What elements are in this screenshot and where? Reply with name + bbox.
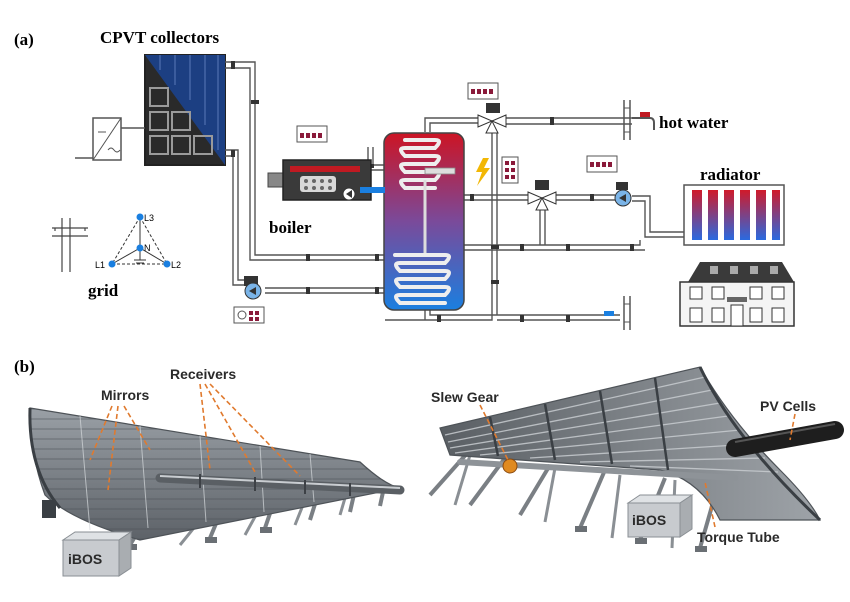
mixing-valve-icon xyxy=(527,180,557,211)
lightning-icon xyxy=(476,158,490,186)
panel-b-label: (b) xyxy=(14,357,35,376)
hot-water-tap-icon xyxy=(623,100,655,140)
grid-label: grid xyxy=(88,281,119,300)
receivers-label: Receivers xyxy=(170,366,236,382)
trough-array-left xyxy=(28,407,405,577)
radiator-label: radiator xyxy=(700,165,761,184)
grid-node-l1: L1 xyxy=(95,260,105,270)
mixing-controller-icon xyxy=(586,155,618,173)
valve-icon xyxy=(477,103,507,134)
radiator-pump-icon xyxy=(614,182,632,207)
house-icon xyxy=(679,262,795,327)
grid-node-n: N xyxy=(144,243,151,253)
collectors-label: CPVT collectors xyxy=(100,28,220,47)
controller-icon xyxy=(501,156,519,184)
grid-node-l3: L3 xyxy=(144,213,154,223)
boiler xyxy=(267,159,385,201)
pump-controller-icon xyxy=(233,306,265,324)
pipe-junctions xyxy=(231,61,634,322)
piping xyxy=(225,61,685,321)
hot-water-label: hot water xyxy=(659,113,729,132)
receivers-callout xyxy=(199,383,301,477)
cpvt-collector xyxy=(144,54,226,166)
pv-cells-label: PV Cells xyxy=(760,398,816,414)
grid-network: L3 N L1 L2 xyxy=(95,213,181,270)
ibos-right-label: iBOS xyxy=(632,512,666,528)
inverter-icon xyxy=(75,117,145,161)
pv-cells-callout xyxy=(789,413,796,441)
ibos-left-label: iBOS xyxy=(68,551,102,567)
grid-node-l2: L2 xyxy=(171,260,181,270)
mirrors-label: Mirrors xyxy=(101,387,149,403)
slew-gear-label: Slew Gear xyxy=(431,389,499,405)
mirrors-callout xyxy=(89,405,151,491)
boiler-label: boiler xyxy=(269,218,312,237)
pump-icon xyxy=(244,276,262,300)
trough-array-right xyxy=(428,366,844,552)
drain-tap-icon xyxy=(604,296,631,330)
slew-gear-callout xyxy=(479,404,509,461)
boiler-controller-icon xyxy=(296,125,328,143)
panel-a-label: (a) xyxy=(14,30,34,49)
power-pylon-icon xyxy=(52,218,88,272)
torque-tube-label: Torque Tube xyxy=(697,529,780,545)
valve-controller-icon xyxy=(467,82,499,100)
radiator xyxy=(683,184,785,246)
storage-tank xyxy=(383,132,465,311)
